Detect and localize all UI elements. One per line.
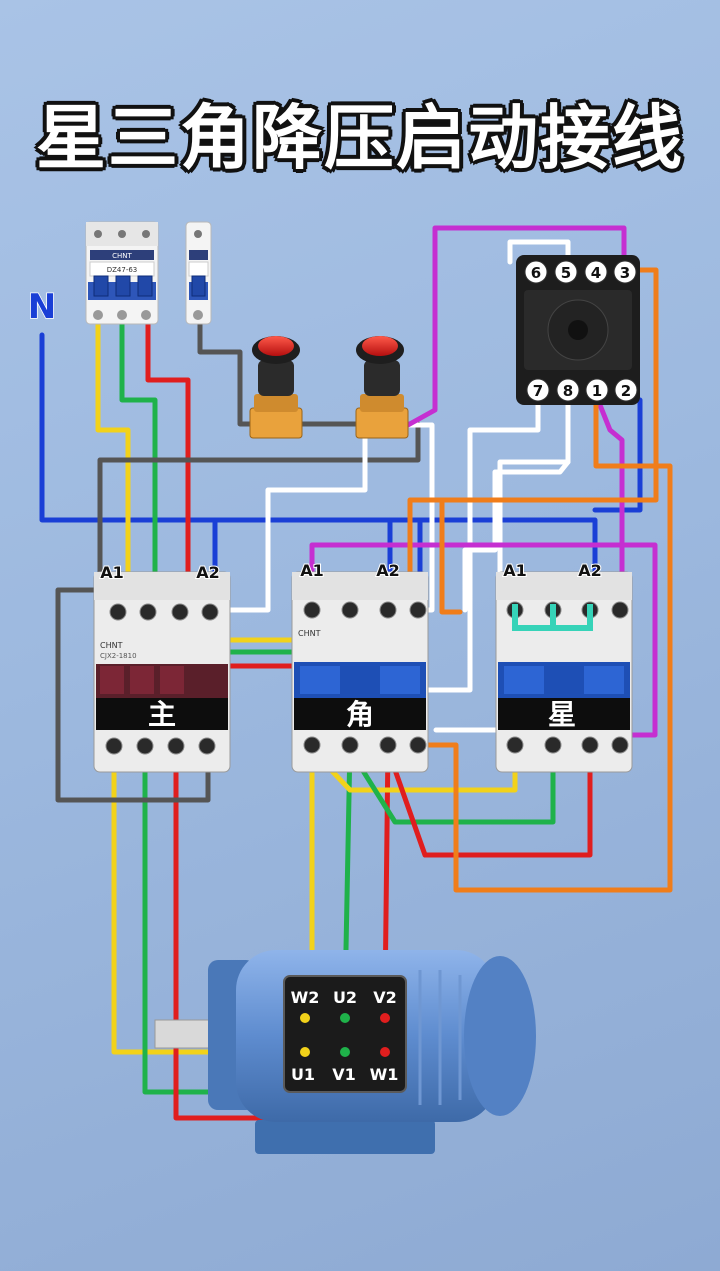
svg-text:2: 2	[621, 382, 631, 400]
orange-wire-1	[407, 267, 659, 613]
motor-terminal-w1: W1	[370, 1065, 399, 1084]
relay-pin-4: 4	[584, 260, 608, 284]
stop-button-cap[interactable]	[258, 336, 294, 356]
svg-text:6: 6	[531, 264, 541, 282]
delta-coil-a1: A1	[300, 561, 324, 580]
time-relay: 6 5 4 3 7 8 1 2	[516, 255, 640, 405]
start-button-cap[interactable]	[362, 336, 398, 356]
star-green	[347, 742, 556, 825]
relay-pin-3: 3	[613, 260, 637, 284]
orange-wire-3	[439, 497, 463, 615]
breaker-brand: CHNT	[112, 252, 132, 260]
star-coil-a2: A2	[578, 561, 602, 580]
relay-pin-6: 6	[524, 260, 548, 284]
orange-wire-2	[417, 389, 673, 893]
svg-text:8: 8	[563, 382, 573, 400]
relay-pin-5: 5	[554, 260, 578, 284]
star-red	[385, 742, 593, 858]
start-button[interactable]	[355, 336, 409, 439]
svg-text:5: 5	[561, 264, 571, 282]
relay-bottom-pins: 7 8 1 2	[526, 378, 638, 402]
magenta-wire-1	[405, 225, 627, 428]
main-coil-a1: A1	[100, 563, 124, 582]
neutral-label: N	[28, 287, 56, 327]
white-wire-1	[212, 422, 368, 613]
relay-top-pins: 6 5 4 3	[524, 260, 637, 284]
motor-terminal-v1: V1	[332, 1065, 356, 1084]
motor-terminal-v2: V2	[373, 988, 397, 1007]
relay-pin-8: 8	[556, 378, 580, 402]
stop-button[interactable]	[249, 336, 303, 439]
neutral-wire-4	[417, 517, 598, 583]
contactor-delta: A1 A2 CHNT 角	[291, 560, 429, 773]
neutral-wire-5	[592, 397, 643, 513]
white-wire-6	[462, 459, 571, 613]
control-wire-4	[55, 587, 211, 803]
svg-text:CHNT: CHNT	[100, 641, 123, 650]
star-contactor-label: 星	[548, 698, 576, 731]
page-title: 星三角降压启动接线	[36, 97, 684, 179]
control-wire-3	[97, 421, 421, 593]
svg-text:CHNT: CHNT	[298, 629, 321, 638]
delta-contactor-label: 角	[346, 698, 374, 731]
svg-text:3: 3	[620, 264, 630, 282]
relay-pin-1: 1	[585, 378, 609, 402]
svg-text:CJX2-1810: CJX2-1810	[100, 652, 137, 660]
relay-pin-2: 2	[614, 378, 638, 402]
svg-text:1: 1	[592, 382, 602, 400]
motor-terminal-u1: U1	[291, 1065, 315, 1084]
single-pole-breaker	[185, 221, 212, 325]
contactor-star: A1 A2 星	[495, 560, 633, 773]
star-coil-a1: A1	[503, 561, 527, 580]
magenta-wire-2	[309, 542, 658, 738]
main-contactor-label: 主	[148, 698, 176, 731]
breaker-model: DZ47-63	[107, 266, 138, 274]
contactor-main: A1 A2 CHNT CJX2-1810 主	[93, 562, 231, 773]
white-wire-3	[507, 239, 571, 265]
motor-terminal-u2: U2	[333, 988, 357, 1007]
svg-text:7: 7	[533, 382, 543, 400]
delta-coil-a2: A2	[376, 561, 400, 580]
main-coil-a2: A2	[196, 563, 220, 582]
relay-pin-7: 7	[526, 378, 550, 402]
magenta-wire-3	[595, 397, 625, 613]
motor-terminal-w2: W2	[291, 988, 320, 1007]
three-pole-breaker: CHNT DZ47-63	[85, 221, 159, 325]
white-wire-5	[433, 389, 571, 733]
motor: W2 U2 V2 U1 V1 W1	[154, 950, 536, 1154]
svg-text:4: 4	[591, 264, 601, 282]
